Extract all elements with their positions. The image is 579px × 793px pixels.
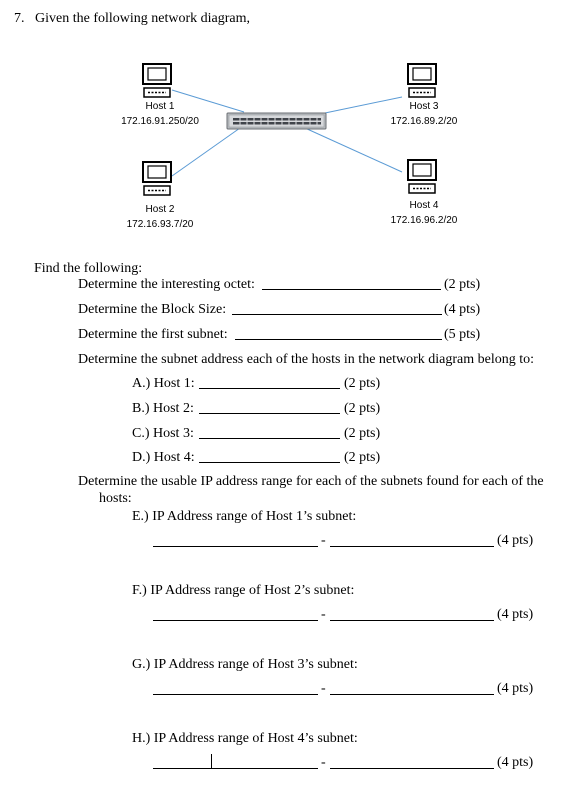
- host3-subnet-pts: (2 pts): [344, 426, 381, 441]
- link-switch-host4: [304, 127, 403, 173]
- host1-subnet-answer-line[interactable]: [199, 388, 340, 389]
- host4-range-label: H.) IP Address range of Host 4’s subnet:: [132, 731, 358, 746]
- host4-subnet-label: D.) Host 4:: [132, 450, 195, 465]
- host4-range-end-line[interactable]: [330, 768, 494, 769]
- host3-range-label: G.) IP Address range of Host 3’s subnet:: [132, 657, 358, 672]
- host2-subnet-label: B.) Host 2:: [132, 401, 194, 416]
- host2-range-label: F.) IP Address range of Host 2’s subnet:: [132, 583, 355, 598]
- host4-range-start-line[interactable]: [153, 768, 318, 769]
- host2-ip: 172.16.93.7/20: [126, 219, 194, 230]
- host3-range-end-line[interactable]: [330, 694, 494, 695]
- interesting-octet-label: Determine the interesting octet:: [78, 277, 255, 292]
- host2-range-pts: (4 pts): [497, 607, 534, 622]
- host3-subnet-label: C.) Host 3:: [132, 426, 194, 441]
- host1-ip: 172.16.91.250/20: [121, 116, 199, 127]
- text-cursor: [211, 754, 212, 768]
- interesting-octet-answer-line[interactable]: [262, 289, 441, 290]
- range-heading-line2: hosts:: [99, 491, 132, 506]
- computer-icon-host4: [407, 159, 437, 194]
- link-switch-host3: [324, 96, 403, 114]
- host3-ip: 172.16.89.2/20: [390, 116, 458, 127]
- find-label: Find the following:: [34, 261, 143, 276]
- computer-icon-host1: [142, 63, 172, 98]
- host4-range-pts: (4 pts): [497, 755, 534, 770]
- host4-ip: 172.16.96.2/20: [390, 215, 458, 226]
- host2-subnet-pts: (2 pts): [344, 401, 381, 416]
- block-size-label: Determine the Block Size:: [78, 302, 227, 317]
- host4-range-dash: -: [321, 755, 326, 770]
- interesting-octet-pts: (2 pts): [444, 277, 481, 292]
- host3-range-start-line[interactable]: [153, 694, 318, 695]
- range-heading-line1: Determine the usable IP address range fo…: [78, 474, 544, 489]
- host4-subnet-answer-line[interactable]: [199, 462, 340, 463]
- host2-name: Host 2: [145, 204, 175, 215]
- first-subnet-label: Determine the first subnet:: [78, 327, 228, 342]
- link-host1-switch: [171, 89, 245, 113]
- subnet-heading: Determine the subnet address each of the…: [78, 352, 535, 367]
- host3-name: Host 3: [409, 101, 439, 112]
- block-size-answer-line[interactable]: [232, 314, 442, 315]
- host2-subnet-answer-line[interactable]: [199, 413, 340, 414]
- host4-subnet-pts: (2 pts): [344, 450, 381, 465]
- host2-range-start-line[interactable]: [153, 620, 318, 621]
- block-size-pts: (4 pts): [444, 302, 481, 317]
- host1-range-pts: (4 pts): [497, 533, 534, 548]
- host1-range-end-line[interactable]: [330, 546, 494, 547]
- host1-subnet-label: A.) Host 1:: [132, 376, 195, 391]
- host1-range-label: E.) IP Address range of Host 1’s subnet:: [132, 509, 357, 524]
- host3-subnet-answer-line[interactable]: [199, 438, 340, 439]
- link-host2-switch: [171, 127, 241, 177]
- first-subnet-answer-line[interactable]: [235, 339, 442, 340]
- host2-range-end-line[interactable]: [330, 620, 494, 621]
- computer-icon-host2: [142, 161, 172, 196]
- host1-range-dash: -: [321, 533, 326, 548]
- host1-range-start-line[interactable]: [153, 546, 318, 547]
- host3-range-dash: -: [321, 681, 326, 696]
- switch-icon: [226, 112, 327, 130]
- host3-range-pts: (4 pts): [497, 681, 534, 696]
- question-text: Given the following network diagram,: [35, 11, 251, 26]
- network-links: [171, 89, 403, 177]
- network-diagram: [142, 63, 437, 196]
- host2-range-dash: -: [321, 607, 326, 622]
- computer-icon-host3: [407, 63, 437, 98]
- first-subnet-pts: (5 pts): [444, 327, 481, 342]
- host4-name: Host 4: [409, 200, 439, 211]
- host1-name: Host 1: [145, 101, 175, 112]
- question-number: 7.: [14, 11, 25, 26]
- host1-subnet-pts: (2 pts): [344, 376, 381, 391]
